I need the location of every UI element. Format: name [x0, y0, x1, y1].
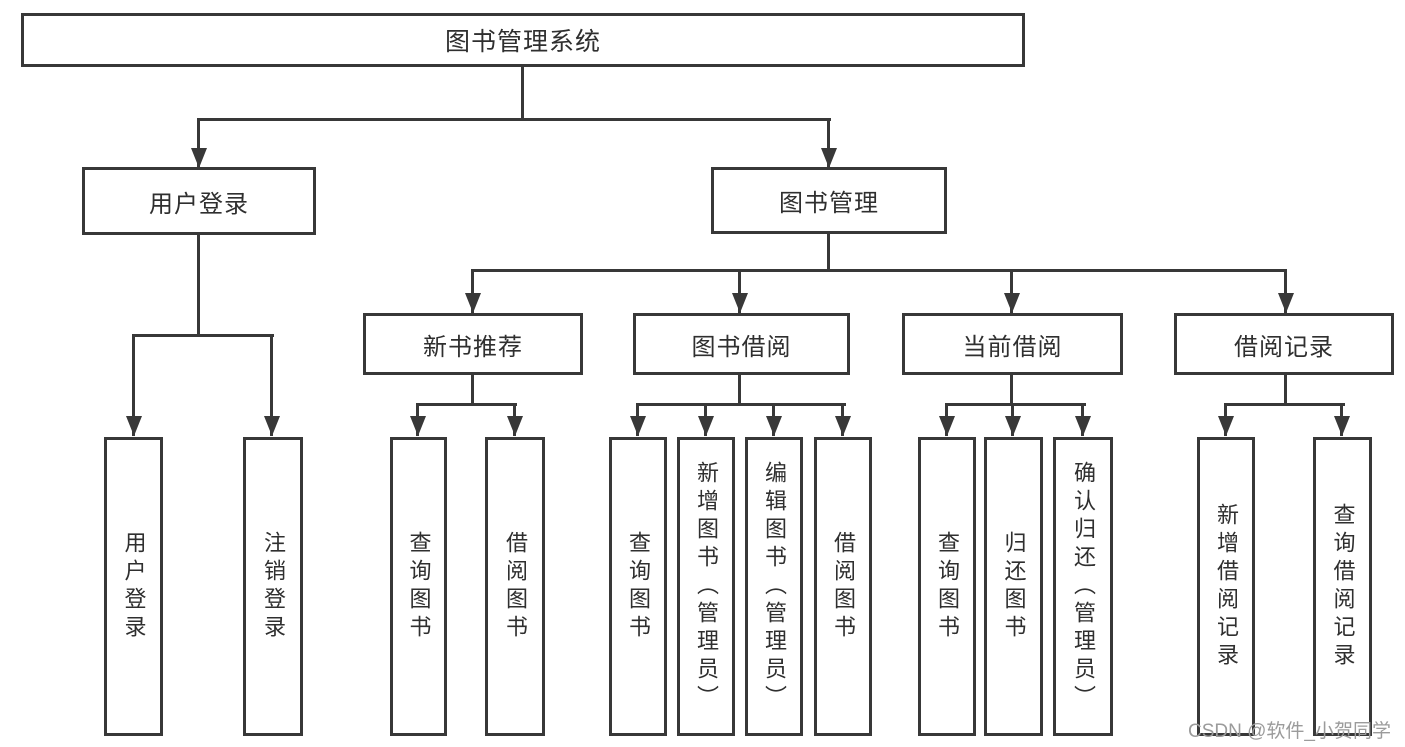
connector-line [416, 403, 517, 406]
node-label: 借阅图书 [831, 530, 856, 643]
node-book-management: 图书管理 [711, 167, 947, 234]
arrow-down-icon [1011, 403, 1014, 436]
arrow-down-icon [636, 403, 639, 436]
connector-line [1224, 403, 1345, 406]
connector-line [1010, 374, 1013, 406]
arrow-down-icon [513, 403, 516, 436]
node-label: 新增图书（管理员） [694, 460, 719, 713]
arrow-down-icon [1081, 403, 1084, 436]
node-user-login: 用户登录 [82, 167, 316, 235]
node-label: 图书管理 [779, 190, 879, 217]
connector-line [945, 403, 1086, 406]
node-label: 图书管理系统 [444, 28, 601, 56]
node-label: 图书借阅 [691, 333, 792, 361]
arrow-down-icon [827, 118, 830, 168]
connector-line [738, 374, 741, 406]
node-label: 查询图书 [935, 530, 960, 643]
arrow-down-icon [1224, 403, 1227, 436]
node-label: 新书推荐 [423, 333, 523, 361]
node-label: 编辑图书（管理员） [762, 460, 787, 713]
node-label: 确认归还（管理员） [1071, 460, 1096, 713]
arrow-down-icon [772, 403, 775, 436]
arrow-down-icon [704, 403, 707, 436]
node-label: 归还图书 [1001, 530, 1027, 643]
leaf-borrow-add-books-admin: 新增图书（管理员） [677, 437, 735, 736]
leaf-borrow-edit-books-admin: 编辑图书（管理员） [745, 437, 803, 736]
leaf-records-add-record: 新增借阅记录 [1197, 437, 1255, 736]
node-new-book-recommendation: 新书推荐 [363, 313, 583, 375]
leaf-borrow-query-books: 查询图书 [609, 437, 667, 736]
leaf-current-confirm-return-admin: 确认归还（管理员） [1053, 437, 1113, 736]
connector-line [471, 269, 1287, 272]
arrow-down-icon [1340, 403, 1343, 436]
node-label: 新增借阅记录 [1214, 502, 1239, 671]
node-label: 当前借阅 [962, 333, 1063, 361]
node-label: 用户登录 [121, 530, 147, 643]
arrow-down-icon [132, 334, 135, 436]
leaf-user-login: 用户登录 [104, 437, 163, 736]
node-label: 查询图书 [626, 530, 651, 643]
arrow-down-icon [945, 403, 948, 436]
node-label: 查询图书 [406, 530, 432, 643]
arrow-down-icon [841, 403, 844, 436]
connector-line [1284, 374, 1287, 406]
node-label: 用户登录 [149, 190, 249, 218]
leaf-current-return-books: 归还图书 [984, 437, 1043, 736]
csdn-watermark: CSDN @软件_小贺同学 [1188, 721, 1391, 742]
arrow-down-icon [1010, 269, 1013, 313]
connector-line [132, 334, 274, 337]
connector-line [521, 66, 524, 121]
leaf-borrow-borrow-books: 借阅图书 [814, 437, 872, 736]
arrow-down-icon [416, 403, 419, 436]
node-root-library-system: 图书管理系统 [21, 13, 1025, 67]
node-label: 借阅图书 [503, 530, 528, 643]
connector-line [636, 403, 846, 406]
node-current-borrowing: 当前借阅 [902, 313, 1123, 375]
node-borrowing-records: 借阅记录 [1174, 313, 1394, 375]
node-book-borrowing: 图书借阅 [633, 313, 850, 375]
node-label: 借阅记录 [1234, 333, 1334, 361]
node-label: 注销登录 [261, 530, 286, 643]
arrow-down-icon [738, 269, 741, 313]
connector-line [471, 374, 474, 406]
leaf-newbooks-query-books: 查询图书 [390, 437, 447, 736]
arrow-down-icon [197, 118, 200, 168]
connector-line [827, 233, 830, 272]
leaf-logout: 注销登录 [243, 437, 303, 736]
node-label: 查询借阅记录 [1330, 502, 1356, 671]
leaf-current-query-books: 查询图书 [918, 437, 976, 736]
connector-line [197, 118, 831, 121]
connector-line [197, 234, 200, 337]
leaf-newbooks-borrow-books: 借阅图书 [485, 437, 545, 736]
arrow-down-icon [471, 269, 474, 313]
leaf-records-query-record: 查询借阅记录 [1313, 437, 1372, 736]
arrow-down-icon [1284, 269, 1287, 313]
arrow-down-icon [270, 334, 273, 436]
